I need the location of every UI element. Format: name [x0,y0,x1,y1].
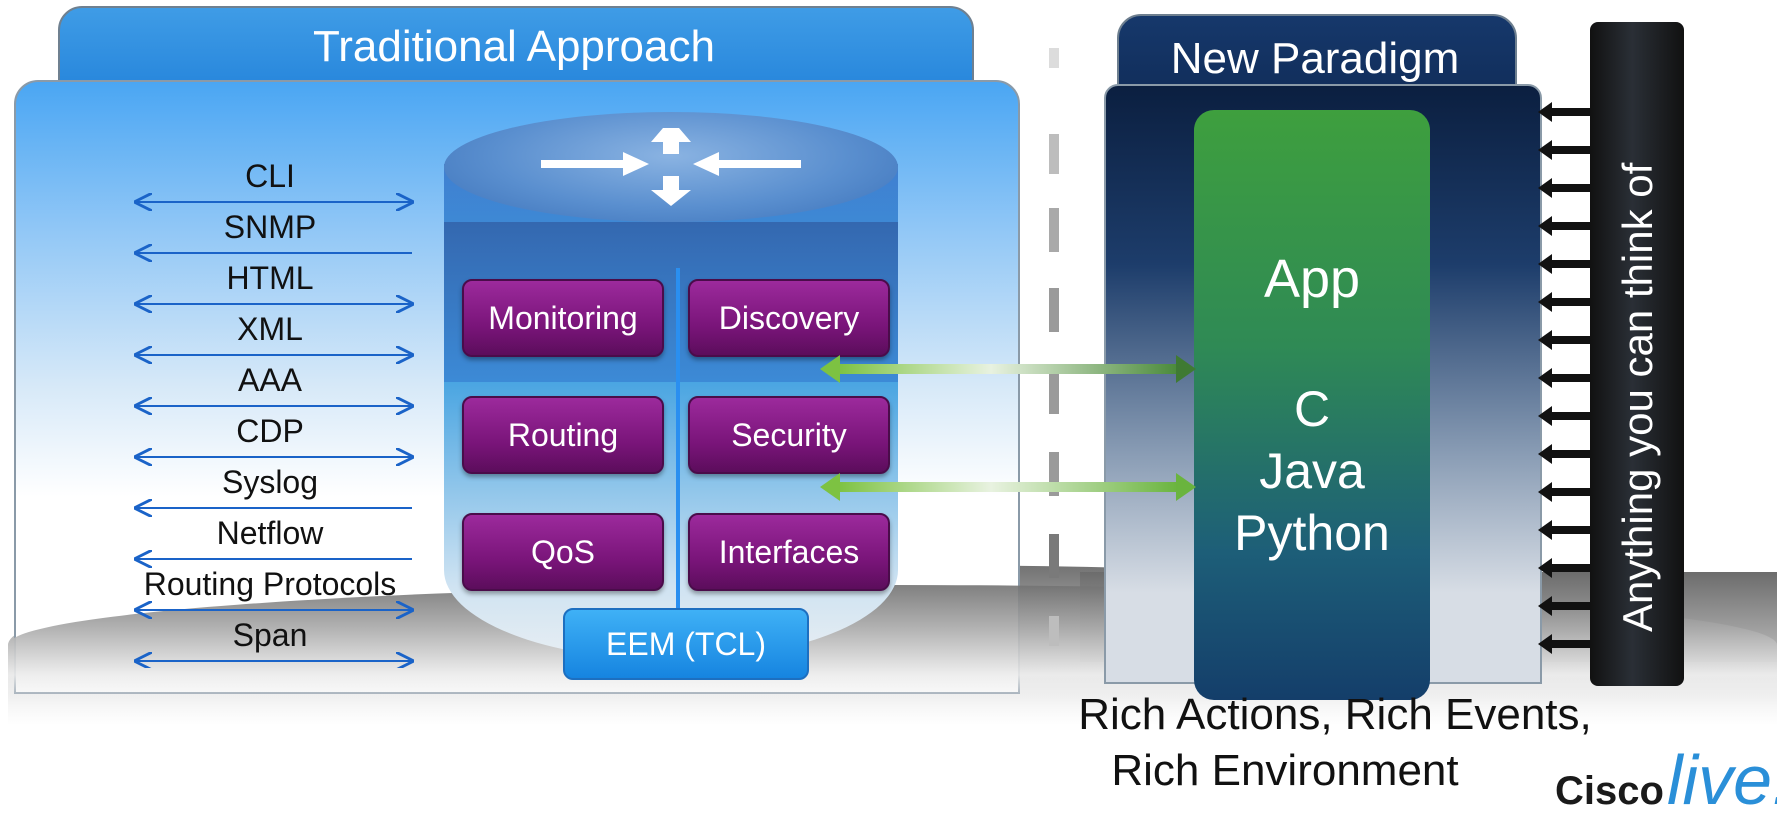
svg-text:Cisco: Cisco [1555,769,1664,813]
section-divider [1049,48,1059,646]
language-java: Java [1259,443,1365,499]
protocol-routing-protocols: Routing Protocols [143,566,397,602]
protocol-html: HTML [226,260,314,296]
eem-tcl-box: EEM (TCL) [563,608,809,680]
module-discovery: Discovery [688,279,890,357]
input-arrow [1538,520,1594,540]
protocol-span: Span [232,617,308,653]
input-arrow [1538,292,1594,312]
input-arrow [1538,482,1594,502]
link-arrows [820,355,1196,501]
module-security: Security [688,396,890,474]
protocol-aaa: AAA [237,362,303,398]
input-arrow [1538,102,1594,122]
protocol-cdp: CDP [236,413,304,449]
input-arrow [1538,178,1594,198]
input-arrow [1538,330,1594,350]
input-arrow [1538,444,1594,464]
anything-label: Anything you can think of [1614,162,1661,632]
svg-text:live!: live! [1667,741,1777,814]
protocol-arrows [130,188,420,668]
cisco-live-logo: Cisco live! [1555,741,1777,814]
router-arrows-icon [541,128,801,206]
language-python: Python [1234,505,1390,561]
anything-strip-text: Anything you can think of [1614,162,1661,632]
input-arrow [1538,406,1594,426]
link-arrow-discovery [820,355,1196,383]
app-title: App [1263,249,1361,309]
module-monitoring: Monitoring [462,279,664,357]
footer-line-1: Rich Actions, Rich Events, [1078,690,1592,739]
module-interfaces: Interfaces [688,513,890,591]
protocol-netflow: Netflow [216,515,324,551]
anything-strip [1590,22,1684,686]
input-arrow [1538,368,1594,388]
input-arrow [1538,254,1594,274]
router-connector-line [676,268,680,623]
app-box: App C Java Python [1194,110,1430,700]
input-arrow [1538,596,1594,616]
input-arrow [1538,634,1594,654]
language-c: C [1293,381,1331,437]
protocol-snmp: SNMP [223,209,317,245]
input-arrows [1538,102,1594,654]
traditional-title: Traditional Approach [313,22,715,71]
new-paradigm-title: New Paradigm [1170,34,1460,83]
input-arrow [1538,558,1594,578]
protocol-syslog: Syslog [221,464,319,500]
protocol-xml: XML [237,311,303,347]
link-arrow-security [820,473,1196,501]
protocol-cli: CLI [245,158,295,194]
module-routing: Routing [462,396,664,474]
footer-line-2: Rich Environment [1111,746,1459,795]
input-arrow [1538,216,1594,236]
input-arrow [1538,140,1594,160]
module-qos: QoS [462,513,664,591]
